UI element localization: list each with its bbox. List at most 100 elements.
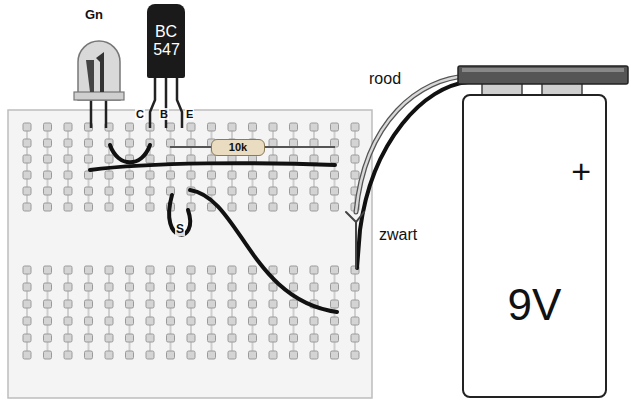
hole: [331, 266, 339, 274]
hole: [187, 266, 195, 274]
hole: [331, 300, 339, 308]
hole: [228, 300, 236, 308]
hole: [269, 283, 277, 291]
hole: [228, 171, 236, 179]
hole: [23, 300, 31, 308]
hole: [290, 203, 298, 211]
hole: [64, 351, 72, 359]
hole: [290, 283, 298, 291]
hole: [249, 203, 257, 211]
hole: [167, 283, 175, 291]
hole: [105, 203, 113, 211]
hole: [105, 155, 113, 163]
hole: [85, 171, 93, 179]
hole: [85, 334, 93, 342]
hole: [228, 203, 236, 211]
hole: [187, 139, 195, 147]
hole: [208, 317, 216, 325]
hole: [23, 203, 31, 211]
hole: [331, 155, 339, 163]
hole: [64, 187, 72, 195]
breadboard: [8, 110, 372, 398]
hole: [249, 123, 257, 131]
hole: [228, 334, 236, 342]
resistor-body: 10k: [211, 139, 265, 156]
hole: [351, 283, 359, 291]
hole: [44, 351, 52, 359]
hole: [208, 266, 216, 274]
hole: [331, 187, 339, 195]
hole: [249, 334, 257, 342]
hole: [249, 283, 257, 291]
hole: [310, 139, 318, 147]
hole: [351, 351, 359, 359]
hole: [64, 203, 72, 211]
battery-body: +9V: [462, 94, 607, 398]
battery-voltage: 9V: [508, 281, 562, 329]
hole: [85, 266, 93, 274]
hole: [269, 317, 277, 325]
hole: [126, 266, 134, 274]
hole: [351, 317, 359, 325]
hole: [146, 283, 154, 291]
hole: [310, 266, 318, 274]
hole: [23, 334, 31, 342]
part-number: BC 547: [153, 23, 179, 58]
hole: [167, 139, 175, 147]
hole: [290, 171, 298, 179]
hole: [44, 266, 52, 274]
hole: [290, 187, 298, 195]
hole: [105, 300, 113, 308]
hole: [64, 155, 72, 163]
hole: [64, 317, 72, 325]
hole: [249, 266, 257, 274]
pin-name: E: [185, 108, 194, 120]
hole: [44, 300, 52, 308]
hole: [167, 351, 175, 359]
hole: [167, 266, 175, 274]
hole: [44, 203, 52, 211]
hole: [23, 139, 31, 147]
led-symbol: [74, 41, 124, 128]
hole: [290, 139, 298, 147]
hole: [331, 317, 339, 325]
hole: [269, 187, 277, 195]
hole: [23, 283, 31, 291]
hole: [23, 123, 31, 131]
hole: [228, 283, 236, 291]
hole: [105, 334, 113, 342]
hole: [228, 123, 236, 131]
hole: [310, 334, 318, 342]
hole: [208, 283, 216, 291]
wire-color: rood: [368, 70, 402, 88]
hole: [126, 351, 134, 359]
hole: [351, 334, 359, 342]
hole: [85, 187, 93, 195]
hole: [269, 300, 277, 308]
resistor-value: 10k: [229, 141, 247, 153]
hole: [187, 317, 195, 325]
hole: [351, 123, 359, 131]
hole: [269, 203, 277, 211]
hole: [187, 171, 195, 179]
breadboard-holes: [23, 123, 359, 359]
hole: [187, 283, 195, 291]
hole: [146, 203, 154, 211]
hole: [126, 317, 134, 325]
hole: [167, 155, 175, 163]
hole: [64, 334, 72, 342]
hole: [126, 283, 134, 291]
hole: [64, 266, 72, 274]
hole: [269, 139, 277, 147]
hole: [44, 283, 52, 291]
hole: [23, 351, 31, 359]
hole: [249, 300, 257, 308]
hole: [146, 155, 154, 163]
hole: [208, 171, 216, 179]
hole: [331, 334, 339, 342]
hole: [208, 351, 216, 359]
hole: [85, 139, 93, 147]
hole: [85, 317, 93, 325]
hole: [85, 155, 93, 163]
hole: [126, 187, 134, 195]
